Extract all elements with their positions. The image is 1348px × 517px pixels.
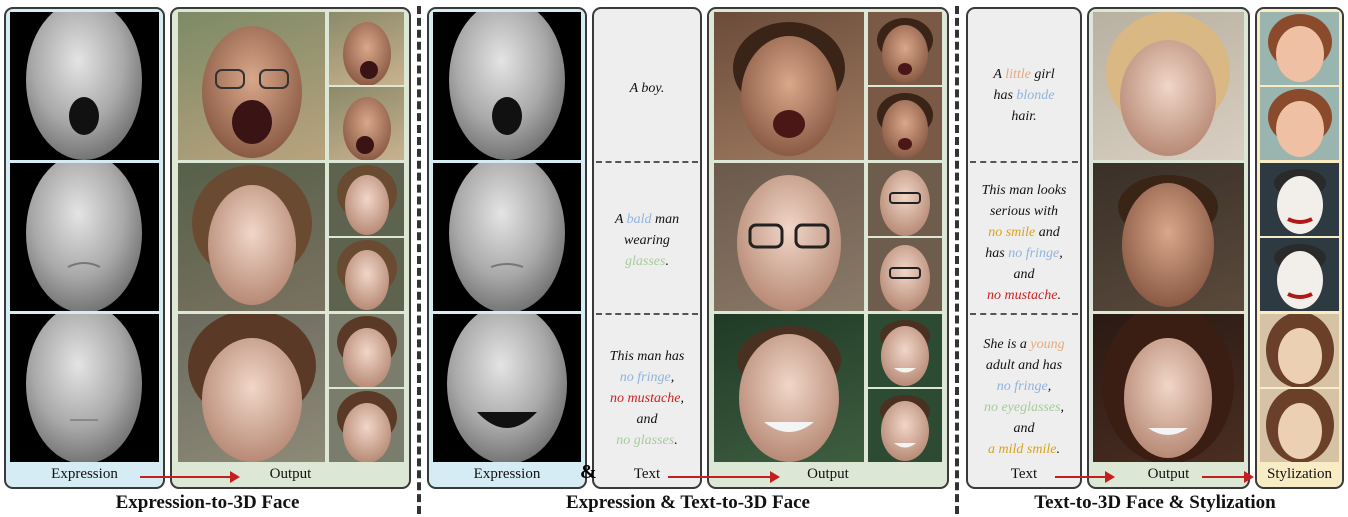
prompt-text-3: This man has no fringe, no mustache, and…	[609, 349, 685, 448]
face-mesh-neutral-middle	[433, 163, 581, 311]
face-mesh-eyes-closed	[10, 314, 159, 462]
output-label-middle: Output	[807, 466, 849, 482]
expression-label-middle: Expression	[473, 466, 541, 482]
output-view-woman-eyes-closed-2	[329, 389, 404, 462]
output-photo-woman-eyes-closed	[178, 314, 325, 462]
stylized-woman-sketch-2	[1260, 389, 1339, 462]
output-view-smiling-man-1	[868, 314, 942, 387]
output-view-woman-eyes-closed-1	[329, 314, 404, 387]
output-photo-young-woman	[1093, 314, 1244, 462]
ampersand-connector: &	[580, 461, 597, 483]
text-separator-1	[596, 161, 698, 163]
output-view-bald-man-1	[868, 163, 942, 236]
face-mesh-open-mouth-middle	[433, 12, 581, 160]
output-view-woman-sad-1	[329, 163, 404, 236]
output-photo-woman-sad	[178, 163, 325, 311]
output-photo-smiling-man	[714, 314, 864, 462]
output-view-boy-1	[868, 12, 942, 85]
output-photo-man-shouting	[178, 12, 325, 160]
arrow-output-to-stylization	[1202, 471, 1254, 483]
output-photo-bald-man-glasses	[714, 163, 864, 311]
prompt-text-woman: She is a young adult and has no fringe, …	[983, 337, 1065, 457]
text-separator-2	[596, 313, 698, 315]
arrow-text-to-output-middle	[668, 471, 780, 483]
stylized-woman-sketch-1	[1260, 314, 1339, 387]
output-view-man-shouting-2	[329, 87, 404, 160]
output-photo-girl	[1093, 12, 1244, 160]
stylized-man-joker-1	[1260, 163, 1339, 236]
output-view-bald-man-2	[868, 238, 942, 311]
prompt-text-2: A bald man wearing glasses.	[614, 212, 680, 269]
section-divider-2	[955, 6, 959, 514]
section-title-left: Expression-to-3D Face	[115, 492, 300, 513]
output-view-woman-sad-2	[329, 238, 404, 311]
prompt-text-girl: A little girl has blonde hair.	[993, 67, 1055, 124]
stylized-girl-cartoon-2	[1260, 87, 1339, 160]
output-photo-serious-man	[1093, 163, 1244, 311]
stylized-girl-cartoon-1	[1260, 12, 1339, 85]
face-mesh-smile-middle	[433, 314, 581, 462]
face-mesh-sad	[10, 163, 159, 311]
section-title-right: Text-to-3D Face & Stylization	[1034, 492, 1276, 513]
prompt-text-1: A boy.	[629, 81, 665, 96]
expression-label-left: Expression	[51, 466, 118, 482]
section-divider-1	[417, 6, 421, 514]
stylization-label: Stylization	[1267, 466, 1332, 482]
prompt-text-man: This man looks serious with no smile and…	[981, 183, 1067, 303]
output-view-man-shouting-1	[329, 12, 404, 85]
arrow-expression-to-output-left	[140, 471, 240, 483]
text-separator-right-1	[970, 161, 1078, 163]
section-title-middle: Expression & Text-to-3D Face	[566, 492, 810, 513]
text-panel-middle	[592, 7, 702, 489]
arrow-text-to-output-right	[1055, 471, 1115, 483]
stylized-man-joker-2	[1260, 238, 1339, 311]
output-view-boy-2	[868, 87, 942, 160]
output-photo-boy	[714, 12, 864, 160]
output-label-right: Output	[1147, 466, 1190, 482]
text-label-right: Text	[1010, 466, 1038, 482]
text-label-middle: Text	[633, 466, 661, 482]
text-panel-right	[966, 7, 1082, 489]
output-view-smiling-man-2	[868, 389, 942, 462]
text-separator-right-2	[970, 313, 1078, 315]
face-mesh-open-mouth	[10, 12, 159, 160]
output-label-left: Output	[269, 466, 312, 482]
